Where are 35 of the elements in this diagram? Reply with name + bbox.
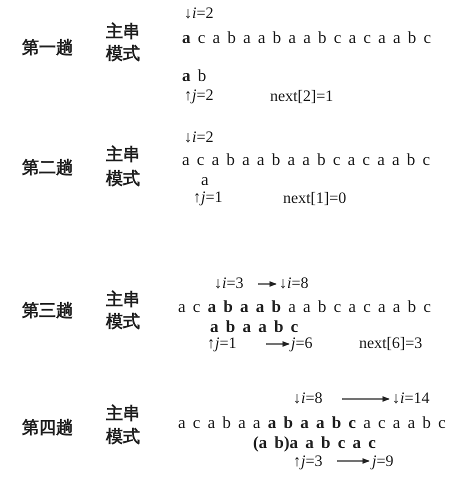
- row-label: 模式: [106, 314, 140, 331]
- pass-label: 第一趟: [22, 40, 73, 57]
- row-label: 主串: [106, 24, 140, 41]
- next-value: next[1]=0: [283, 191, 346, 207]
- index-marker: ↑j=2: [184, 88, 214, 104]
- row-label: 模式: [106, 46, 140, 63]
- main-string: a c a b a a b a a b c a c a a b c: [182, 29, 432, 46]
- main-string: a c a b a a b a a b c a c a a b c: [178, 298, 431, 315]
- row-label: 模式: [106, 171, 140, 188]
- main-string: a c a b a a b a a b c a c a a b c: [182, 151, 430, 168]
- pass-label: 第四趟: [22, 420, 73, 437]
- main-string: a c a b a a a b a a b c a c a a b c: [178, 414, 446, 431]
- index-marker: j=6: [291, 336, 312, 352]
- index-marker: ↓i=3: [214, 276, 244, 292]
- index-marker: ↓i=8: [293, 391, 322, 407]
- index-marker: j=9: [372, 454, 394, 470]
- next-value: next[6]=3: [359, 336, 422, 352]
- index-marker: ↑j=1: [207, 336, 236, 352]
- row-label: 模式: [106, 429, 140, 446]
- row-label: 主串: [106, 147, 140, 164]
- pass-label: 第二趟: [22, 160, 73, 177]
- index-marker: ↓i=14: [392, 391, 430, 407]
- next-value: next[2]=1: [270, 89, 334, 105]
- pattern-string: (a b)a a b c a c: [253, 434, 376, 451]
- index-marker: ↓i=2: [184, 130, 214, 146]
- index-marker: ↓i=8: [279, 276, 308, 292]
- index-marker: ↑j=1: [193, 190, 222, 206]
- row-label: 主串: [106, 406, 140, 423]
- index-marker: ↓i=2: [184, 6, 214, 22]
- pattern-string: a b a a b c: [210, 318, 298, 335]
- pass-label: 第三趟: [22, 303, 73, 320]
- row-label: 主串: [106, 292, 140, 309]
- index-marker: ↑j=3: [293, 454, 322, 470]
- pattern-string: a b: [182, 67, 206, 84]
- pattern-string: a: [201, 171, 209, 188]
